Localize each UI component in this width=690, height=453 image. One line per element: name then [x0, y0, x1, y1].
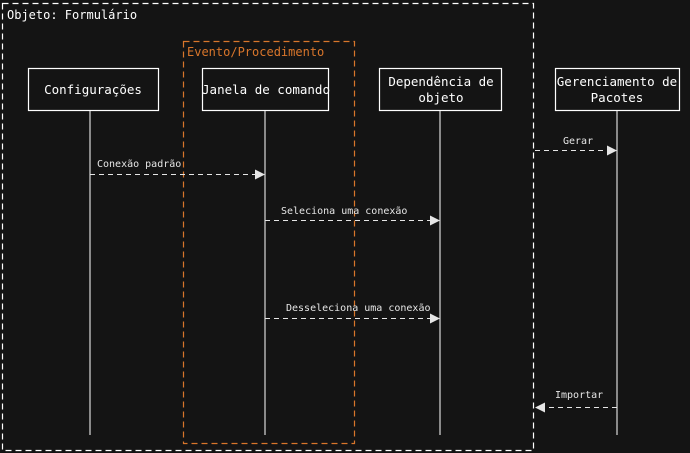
actor-dependencia-label-line2: objeto: [418, 90, 463, 105]
actor-dependencia-label-line1: Dependência de: [388, 74, 493, 89]
actor-gerenciamento-label-line2: Pacotes: [591, 90, 644, 105]
outer-frame-title: Objeto: Formulário: [7, 8, 137, 22]
actor-dependencia: Dependência de objeto: [378, 67, 503, 112]
message-label: Desseleciona uma conexão: [286, 303, 431, 314]
message-label: Gerar: [563, 136, 593, 147]
actor-configuracoes: Configurações: [27, 67, 160, 112]
message-importar: Importar: [535, 390, 617, 413]
message-gerar: Gerar: [535, 136, 617, 156]
actor-configuracoes-label: Configurações: [44, 82, 142, 97]
inner-frame-title: Evento/Procedimento: [187, 45, 324, 59]
actor-gerenciamento-label-line1: Gerenciamento de: [557, 74, 677, 89]
actor-janela-label: Janela de comando: [202, 82, 330, 97]
outer-frame: [1, 2, 535, 452]
actor-gerenciamento: Gerenciamento de Pacotes: [554, 67, 681, 112]
message-label: Conexão padrão: [97, 159, 181, 170]
message-seleciona: Seleciona uma conexão: [265, 206, 440, 226]
message-desseleciona: Desseleciona uma conexão: [265, 303, 440, 324]
inner-frame: [182, 40, 356, 445]
message-label: Seleciona uma conexão: [281, 206, 407, 217]
actor-janela: Janela de comando: [201, 67, 330, 112]
message-conexao-padrao: Conexão padrão: [90, 159, 265, 180]
message-label: Importar: [555, 390, 603, 401]
